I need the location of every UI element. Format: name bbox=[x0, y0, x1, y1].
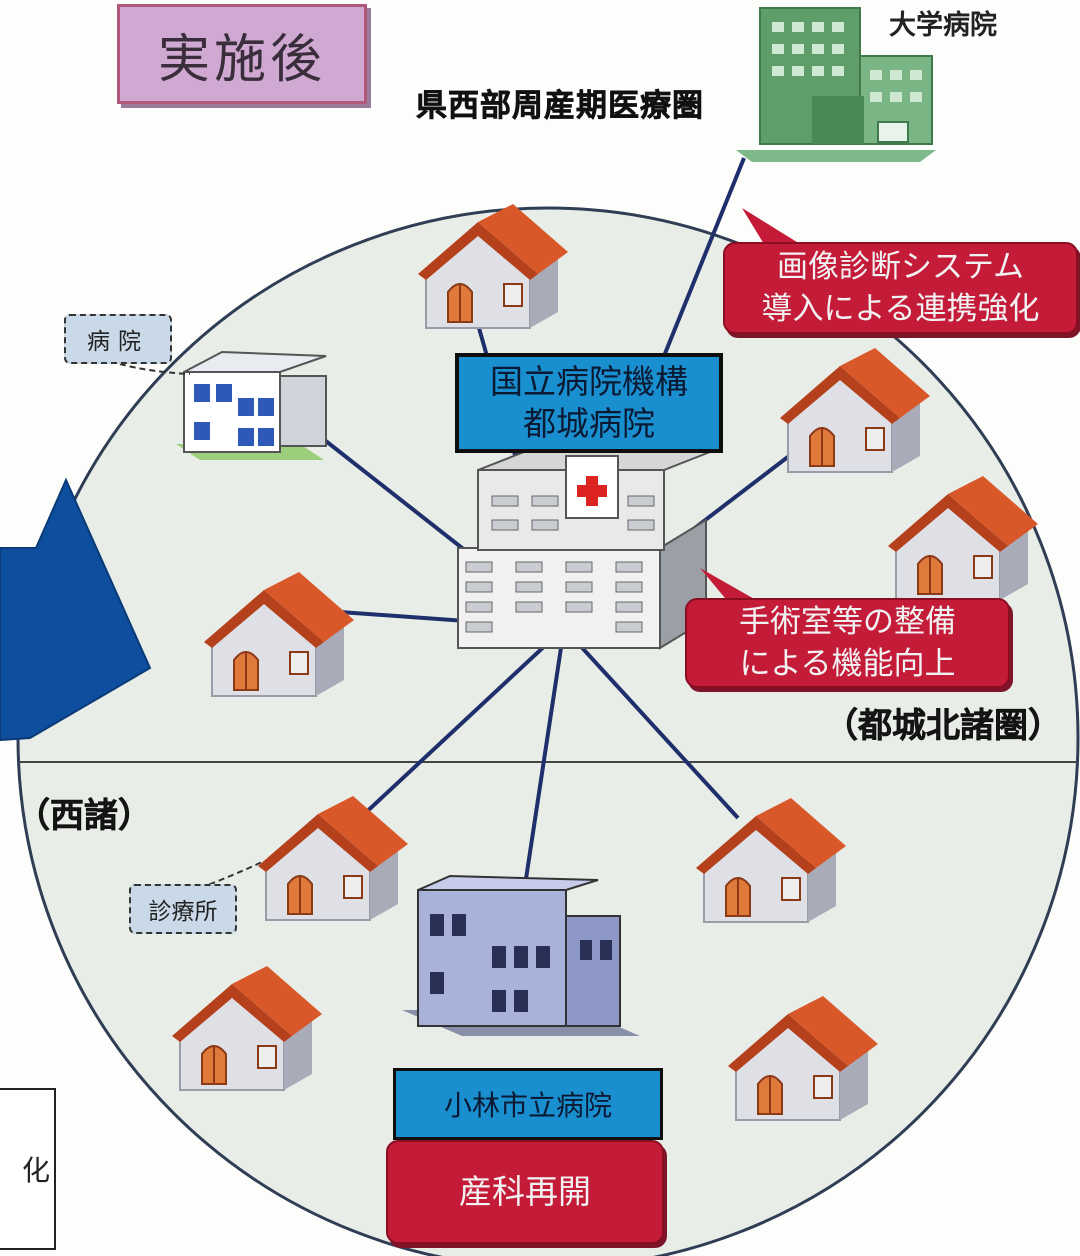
university-hospital-label: 大学病院 bbox=[889, 9, 997, 41]
kobayashi-hospital-label: 小林市立病院 bbox=[393, 1068, 663, 1140]
tag-clinic: 診療所 bbox=[129, 884, 237, 934]
callout-obstetrics: 産科再開 bbox=[386, 1140, 664, 1244]
tag-hospital: 病院 bbox=[64, 314, 172, 364]
blue-arrow-shape bbox=[0, 477, 152, 742]
area-label-west: （西諸） bbox=[16, 795, 153, 836]
callout-surgery-tail bbox=[700, 568, 756, 604]
central-hospital-icon bbox=[457, 451, 711, 650]
region-title: 県西部周産期医療圏 bbox=[416, 87, 704, 124]
left-partial-box: 化 bbox=[0, 1088, 56, 1250]
callout-surgery: 手術室等の整備 による機能向上 bbox=[685, 598, 1010, 688]
callout-imaging: 画像診断システム 導入による連携強化 bbox=[723, 242, 1078, 334]
small-hospital-icon bbox=[176, 350, 327, 460]
page-title: 実施後 bbox=[117, 4, 367, 104]
university-hospital-icon bbox=[736, 7, 936, 162]
area-label-north: （都城北諸圏） bbox=[824, 705, 1063, 746]
center-hospital-box: 国立病院機構 都城病院 bbox=[455, 353, 723, 453]
hospital-tag-pointer bbox=[119, 363, 191, 375]
kobayashi-hospital-icon bbox=[402, 874, 640, 1036]
clinic-tag-pointer bbox=[199, 861, 263, 889]
